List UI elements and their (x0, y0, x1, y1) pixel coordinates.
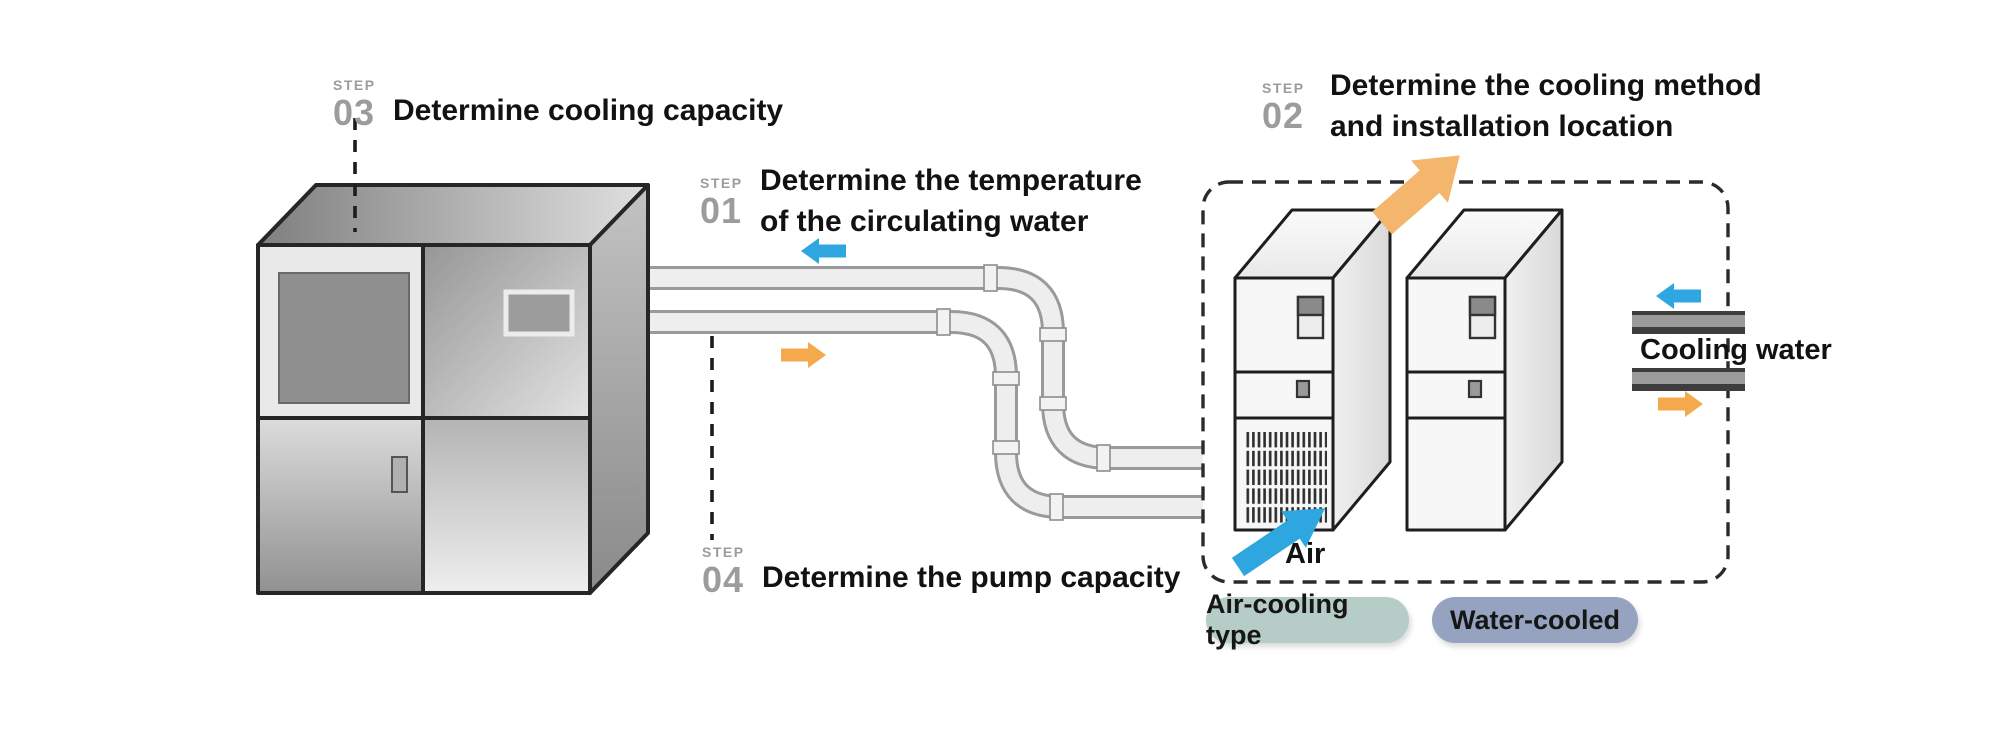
machine-window (278, 272, 410, 404)
step-01-label: STEP (700, 175, 743, 191)
step-03-description-line1: Determine cooling capacity (393, 94, 784, 127)
step-04-badge: STEP 04 (702, 545, 745, 598)
step-04-description: Determine the pump capacity (762, 557, 1180, 598)
step-02-description-line1: Determine the cooling method (1330, 69, 1762, 102)
air-label: Air (1285, 538, 1326, 570)
cooling-water-pipes (1632, 311, 1745, 391)
step-01-description: Determine the temperature of the circula… (760, 160, 1142, 242)
arrow-blue-air-intake-icon (1231, 508, 1326, 577)
step-04-description-line1: Determine the pump capacity (762, 561, 1181, 594)
machine-door-handle (391, 456, 408, 493)
step-03-badge: STEP 03 (333, 78, 376, 131)
step-03-description: Determine cooling capacity (393, 90, 783, 131)
air-cooling-type-pill: Air-cooling type (1206, 589, 1409, 650)
step-02-description-line2: and installation location (1330, 110, 1674, 143)
chiller-water-display (1467, 295, 1497, 399)
arrow-orange-right-supply-icon (781, 342, 826, 368)
arrow-blue-left-cooling-water-icon (1656, 283, 1701, 309)
cooling-water-label: Cooling water (1640, 334, 1832, 366)
cooling-method-dashed-box (1201, 180, 1730, 584)
step-01-badge: STEP 01 (700, 176, 743, 229)
step-04-number: 04 (702, 559, 745, 600)
step-03-block: STEP 03 Determine cooling capacity (333, 78, 783, 131)
step-02-badge: STEP 02 (1262, 81, 1305, 134)
machine-nameplate (503, 289, 575, 337)
step-01-block: STEP 01 Determine the temperature of the… (700, 164, 1142, 238)
circulating-water-pipe-supply (630, 310, 1203, 519)
arrow-orange-right-cooling-water-icon (1658, 391, 1703, 417)
circulating-water-pipe-return (630, 266, 1203, 470)
step-04-block: STEP 04 Determine the pump capacity (702, 545, 1180, 598)
step-03-number: 03 (333, 92, 376, 133)
step-02-label: STEP (1262, 80, 1305, 96)
step-02-number: 02 (1262, 95, 1305, 136)
arrow-blue-left-circulating-icon (801, 238, 846, 264)
chiller-air-cooled (1233, 208, 1392, 532)
step-02-block: STEP 02 Determine the cooling method and… (1262, 69, 1762, 143)
arrow-orange-up-exhaust-icon (1372, 155, 1460, 235)
water-cooled-pill: Water-cooled (1432, 597, 1638, 643)
chiller-air-display (1295, 295, 1325, 399)
step-03-label: STEP (333, 77, 376, 93)
step-01-number: 01 (700, 190, 743, 231)
step-02-description: Determine the cooling method and install… (1330, 65, 1762, 147)
step-01-description-line1: Determine the temperature (760, 164, 1142, 197)
step-01-description-line2: of the circulating water (760, 205, 1089, 238)
pipe-collars (936, 264, 1111, 521)
chiller-water-cooled (1405, 208, 1564, 532)
step-04-label: STEP (702, 544, 745, 560)
